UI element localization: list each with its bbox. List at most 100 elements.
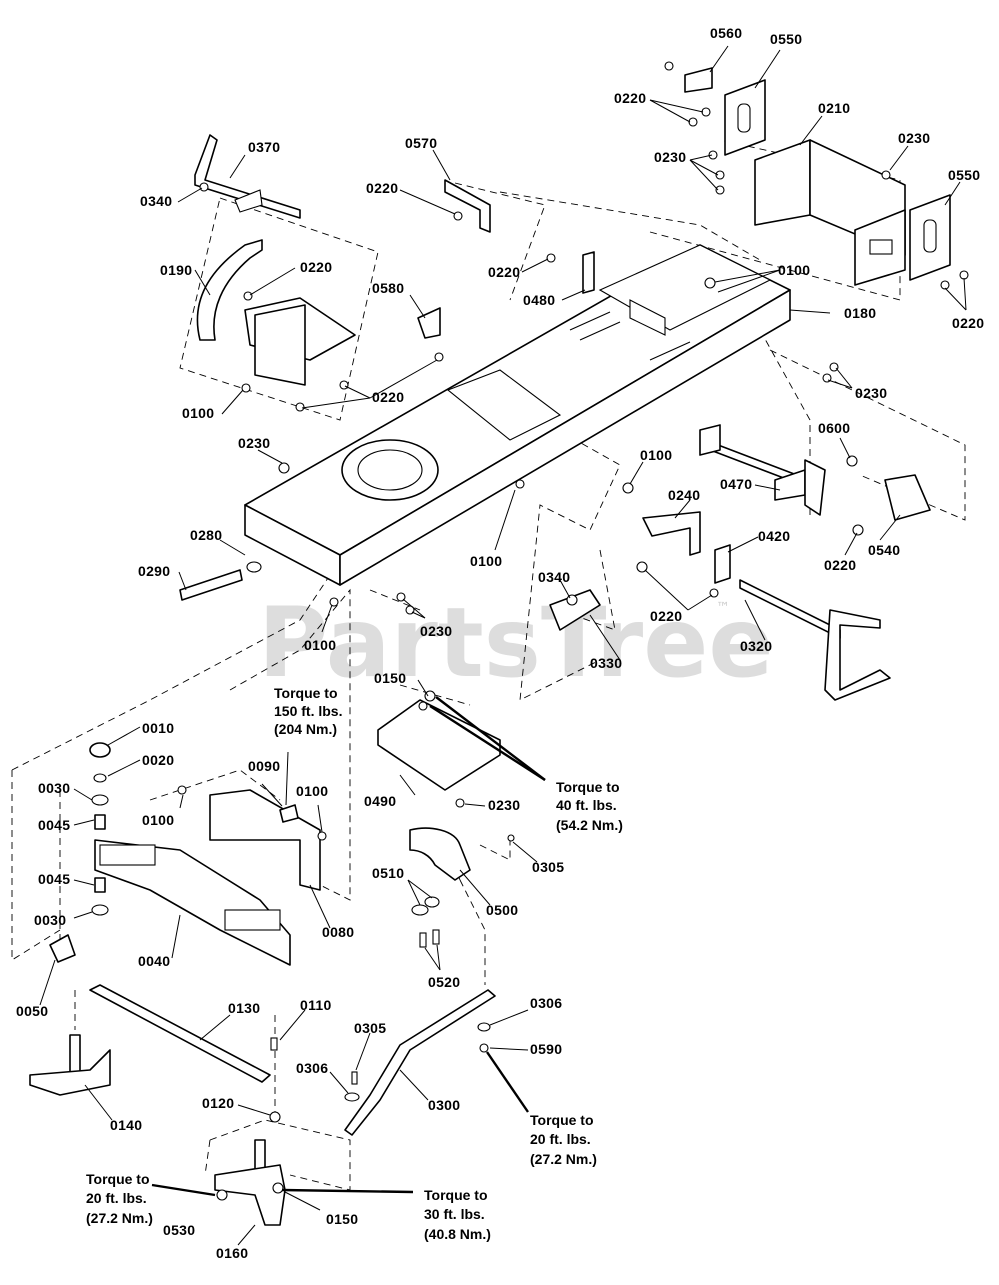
svg-text:Torque to: Torque to xyxy=(556,779,620,795)
callout-0220[interactable]: 0220 xyxy=(488,264,520,280)
callout-0150[interactable]: 0150 xyxy=(326,1211,358,1227)
callout-0100[interactable]: 0100 xyxy=(182,405,214,421)
callout-0220[interactable]: 0220 xyxy=(366,180,398,196)
bracket-0480 xyxy=(582,251,595,294)
callout-0420[interactable]: 0420 xyxy=(758,528,790,544)
torque-note-40: Torque to 40 ft. lbs. (54.2 Nm.) xyxy=(556,779,623,833)
callout-0190[interactable]: 0190 xyxy=(160,262,192,278)
sector-0500 xyxy=(409,827,471,881)
callout-0306[interactable]: 0306 xyxy=(530,995,562,1011)
callout-0570[interactable]: 0570 xyxy=(405,135,437,151)
svg-text:(27.2 Nm.): (27.2 Nm.) xyxy=(86,1210,153,1226)
callout-0560[interactable]: 0560 xyxy=(710,25,742,41)
callout-0130[interactable]: 0130 xyxy=(228,1000,260,1016)
callout-0340[interactable]: 0340 xyxy=(140,193,172,209)
callout-0340[interactable]: 0340 xyxy=(538,569,570,585)
callout-0300[interactable]: 0300 xyxy=(428,1097,460,1113)
callout-0306[interactable]: 0306 xyxy=(296,1060,328,1076)
torque-note-30: Torque to 30 ft. lbs. (40.8 Nm.) xyxy=(424,1187,491,1242)
link-0370 xyxy=(234,189,263,213)
callout-0210[interactable]: 0210 xyxy=(818,100,850,116)
spindle-0140 xyxy=(29,1034,111,1096)
callout-0590[interactable]: 0590 xyxy=(530,1041,562,1057)
leader-lines xyxy=(39,45,967,1246)
callout-0180[interactable]: 0180 xyxy=(844,305,876,321)
callout-0600[interactable]: 0600 xyxy=(818,420,850,436)
callout-0540[interactable]: 0540 xyxy=(868,542,900,558)
callout-0030[interactable]: 0030 xyxy=(34,912,66,928)
callout-0100[interactable]: 0100 xyxy=(142,812,174,828)
callout-0020[interactable]: 0020 xyxy=(142,752,174,768)
callout-0140[interactable]: 0140 xyxy=(110,1117,142,1133)
callout-0550[interactable]: 0550 xyxy=(948,167,980,183)
svg-text:Torque to: Torque to xyxy=(424,1187,488,1203)
callout-0510[interactable]: 0510 xyxy=(372,865,404,881)
callout-0220[interactable]: 0220 xyxy=(650,608,682,624)
clip-0560 xyxy=(684,67,713,93)
callout-0045[interactable]: 0045 xyxy=(38,871,70,887)
front-axle-0040 xyxy=(94,839,291,966)
callout-0230[interactable]: 0230 xyxy=(420,623,452,639)
callout-0305[interactable]: 0305 xyxy=(532,859,564,875)
callout-0100[interactable]: 0100 xyxy=(304,637,336,653)
callout-0230[interactable]: 0230 xyxy=(654,149,686,165)
svg-text:(40.8 Nm.): (40.8 Nm.) xyxy=(424,1226,491,1242)
callout-0500[interactable]: 0500 xyxy=(486,902,518,918)
callout-0010[interactable]: 0010 xyxy=(142,720,174,736)
callout-0530[interactable]: 0530 xyxy=(163,1222,195,1238)
callout-0030[interactable]: 0030 xyxy=(38,780,70,796)
callout-0550[interactable]: 0550 xyxy=(770,31,802,47)
shaft-0320 xyxy=(739,579,891,701)
callout-0220[interactable]: 0220 xyxy=(824,557,856,573)
callout-0040[interactable]: 0040 xyxy=(138,953,170,969)
callout-0220[interactable]: 0220 xyxy=(300,259,332,275)
partstree-watermark: PartsTree xyxy=(258,587,773,699)
callout-0330[interactable]: 0330 xyxy=(590,655,622,671)
callout-0100[interactable]: 0100 xyxy=(296,783,328,799)
callout-0150[interactable]: 0150 xyxy=(374,670,406,686)
svg-text:40 ft. lbs.: 40 ft. lbs. xyxy=(556,797,617,813)
callout-0100[interactable]: 0100 xyxy=(470,553,502,569)
svg-text:20 ft. lbs.: 20 ft. lbs. xyxy=(86,1190,147,1206)
bracket-0570 xyxy=(444,179,491,233)
tie-rod-0300 xyxy=(344,989,496,1136)
svg-text:Torque to: Torque to xyxy=(86,1171,150,1187)
callout-0480[interactable]: 0480 xyxy=(523,292,555,308)
callout-0110[interactable]: 0110 xyxy=(300,997,332,1013)
svg-text:20 ft. lbs.: 20 ft. lbs. xyxy=(530,1131,591,1147)
torque-note-150: Torque to 150 ft. lbs. (204 Nm.) xyxy=(274,685,342,737)
callout-labels: 0560 0550 0220 0210 0230 0230 0550 0220 … xyxy=(16,25,984,1261)
bracket-0240 xyxy=(642,511,701,556)
callout-0490[interactable]: 0490 xyxy=(364,793,396,809)
callout-0240[interactable]: 0240 xyxy=(668,487,700,503)
callout-0230[interactable]: 0230 xyxy=(898,130,930,146)
callout-0100[interactable]: 0100 xyxy=(640,447,672,463)
callout-0090[interactable]: 0090 xyxy=(248,758,280,774)
callout-0370[interactable]: 0370 xyxy=(248,139,280,155)
callout-0120[interactable]: 0120 xyxy=(202,1095,234,1111)
callout-0470[interactable]: 0470 xyxy=(720,476,752,492)
callout-0080[interactable]: 0080 xyxy=(322,924,354,940)
callout-0220[interactable]: 0220 xyxy=(614,90,646,106)
callout-0100[interactable]: 0100 xyxy=(778,262,810,278)
callout-0045[interactable]: 0045 xyxy=(38,817,70,833)
callout-0230[interactable]: 0230 xyxy=(238,435,270,451)
spindle-0160 xyxy=(214,1139,286,1226)
svg-text:(204 Nm.): (204 Nm.) xyxy=(274,721,337,737)
callout-0230[interactable]: 0230 xyxy=(855,385,887,401)
callout-0160[interactable]: 0160 xyxy=(216,1245,248,1261)
bracket-0540 xyxy=(884,474,931,521)
callout-0050[interactable]: 0050 xyxy=(16,1003,48,1019)
callout-0280[interactable]: 0280 xyxy=(190,527,222,543)
callout-0220[interactable]: 0220 xyxy=(952,315,984,331)
torque-note-20-left: Torque to 20 ft. lbs. (27.2 Nm.) xyxy=(86,1171,153,1226)
callout-0580[interactable]: 0580 xyxy=(372,280,404,296)
callout-0220[interactable]: 0220 xyxy=(372,389,404,405)
callout-0290[interactable]: 0290 xyxy=(138,563,170,579)
callout-0320[interactable]: 0320 xyxy=(740,638,772,654)
bracket-0080 xyxy=(209,789,321,891)
callout-0305[interactable]: 0305 xyxy=(354,1020,386,1036)
callout-0230[interactable]: 0230 xyxy=(488,797,520,813)
callout-0520[interactable]: 0520 xyxy=(428,974,460,990)
